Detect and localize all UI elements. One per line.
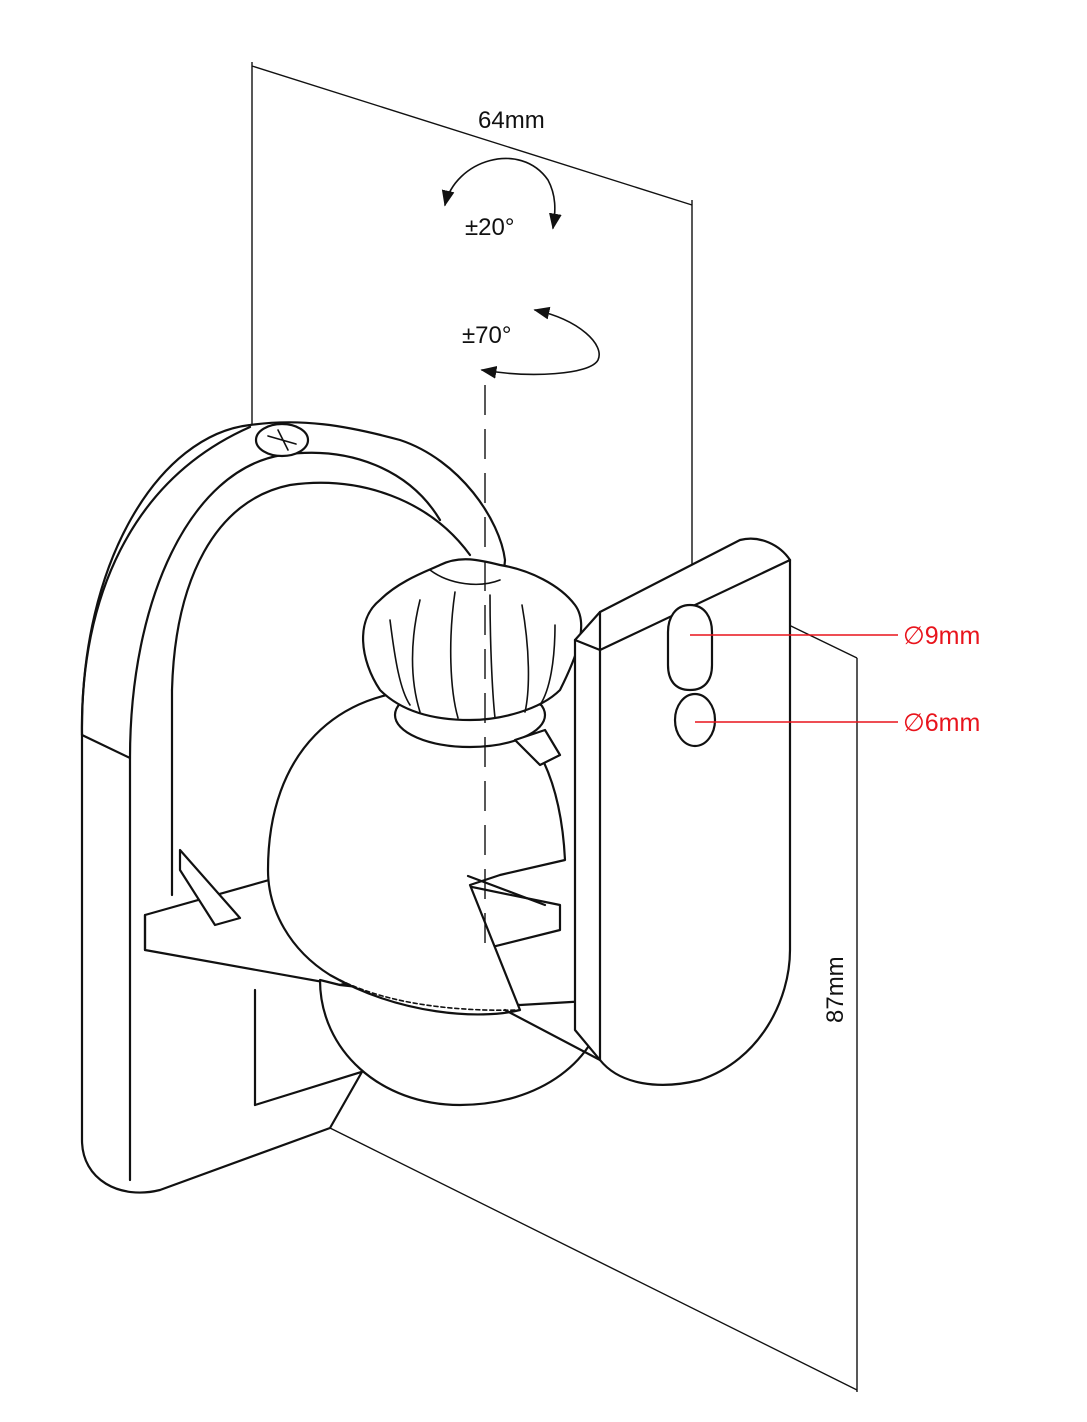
tilt-angle-label: ±20° <box>465 214 514 241</box>
speaker-plate <box>503 537 792 1086</box>
ball-joint <box>266 688 607 1107</box>
tilt-arrow-icon <box>441 157 562 230</box>
adjustment-knob-icon <box>361 558 583 767</box>
swivel-arrow-icon <box>480 306 600 379</box>
round-hole <box>673 692 717 748</box>
dimension-lines <box>251 62 858 1392</box>
height-dimension-label: 87mm <box>822 956 849 1023</box>
screw-icon <box>254 422 310 458</box>
hole-large-label: ∅9mm <box>903 622 980 650</box>
width-dimension-label: 64mm <box>478 107 545 134</box>
hole-small-label: ∅6mm <box>903 709 980 737</box>
swivel-angle-label: ±70° <box>462 322 511 349</box>
slot-hole <box>666 603 714 692</box>
